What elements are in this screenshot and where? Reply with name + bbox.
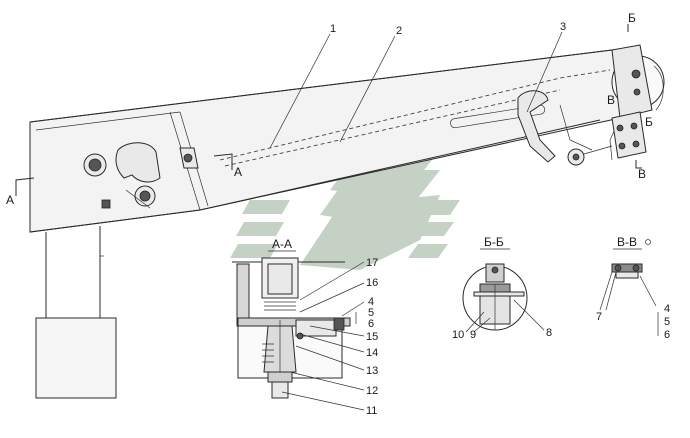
callout-6: 6 [368, 318, 374, 330]
callout-16: 16 [366, 277, 378, 289]
column [35, 226, 117, 399]
section-view-vv: В-В 7 4 5 6 [596, 235, 670, 341]
callout-2: 2 [396, 25, 402, 37]
callout-13: 13 [366, 365, 378, 377]
section-a-right-label: А [234, 165, 242, 179]
section-vv-title: В-В [617, 235, 637, 249]
section-v-bottom-label: В [638, 167, 646, 181]
callout-11: 11 [366, 405, 377, 417]
boom-head: В Б Б В [517, 11, 665, 181]
callout-3: 3 [560, 21, 566, 33]
section-b-top-label: Б [628, 11, 636, 25]
section-bb-title: Б-Б [484, 235, 504, 249]
callout-4b: 4 [664, 303, 670, 315]
callout-4: 4 [368, 296, 374, 308]
section-a-left-label: А [6, 193, 14, 207]
callout-17: 17 [366, 257, 378, 269]
section-aa-title: А-А [272, 237, 292, 251]
callout-7: 7 [596, 311, 602, 323]
callout-8: 8 [546, 327, 552, 339]
boom-arm [29, 49, 649, 233]
callout-5: 5 [368, 307, 374, 319]
section-view-bb: Б-Б 10 9 8 [452, 235, 552, 341]
callout-10: 10 [452, 329, 464, 341]
callout-12: 12 [366, 385, 378, 397]
callout-14: 14 [366, 347, 378, 359]
callout-5b: 5 [664, 316, 670, 328]
section-v-label: В [607, 93, 615, 107]
callout-15: 15 [366, 331, 378, 343]
section-mark-a: А А [6, 153, 242, 207]
callout-9: 9 [470, 329, 476, 341]
callout-1: 1 [330, 23, 336, 35]
hinge-bracket [83, 142, 199, 209]
section-b-right-label: Б [645, 115, 653, 129]
section-view-aa: А-А 17 16 4 5 [232, 237, 378, 417]
callout-6b: 6 [664, 329, 670, 341]
leaders-top: 1 2 3 [269, 21, 566, 149]
